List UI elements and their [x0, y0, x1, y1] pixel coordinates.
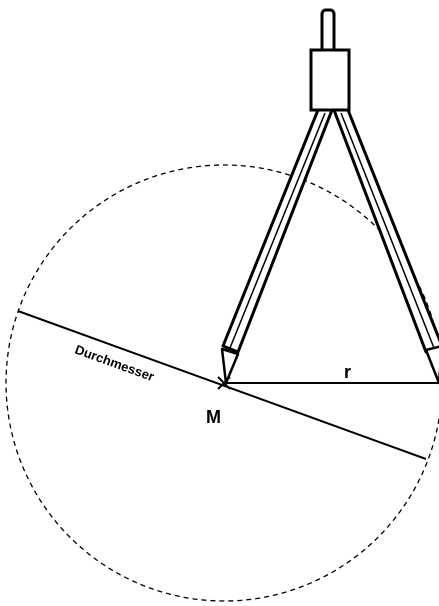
center-label: M: [206, 407, 221, 427]
dashed-circle: [5, 164, 439, 602]
compass-hinge: [309, 48, 351, 112]
compass-needle-tip: [220, 347, 240, 385]
compass-pencil-tip: [424, 345, 439, 385]
diameter-label: Durchmesser: [73, 342, 156, 384]
compass-icon: [220, 8, 439, 385]
compass-right-leg: [332, 108, 439, 354]
radius-label: r: [344, 362, 351, 382]
compass-handle: [320, 8, 336, 57]
